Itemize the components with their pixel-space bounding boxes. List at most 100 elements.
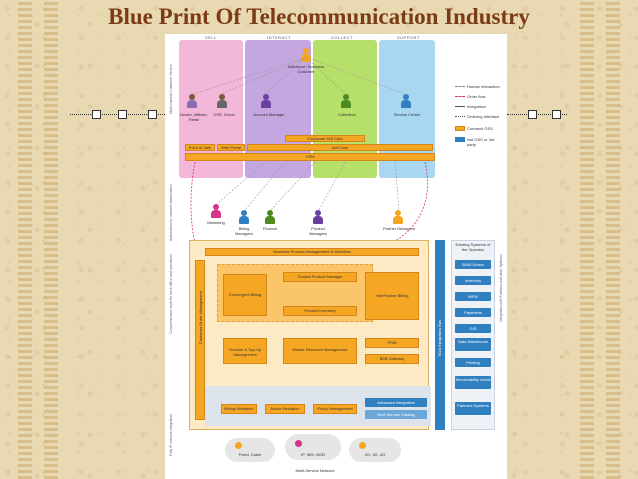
- cloud-label-ip: IP, IMS, NGN: [301, 452, 325, 457]
- customer-person-icon: [301, 48, 311, 62]
- top-node-label: Individual / Business Customer: [287, 64, 325, 74]
- central-product-manager-box: Central Product Manager: [283, 272, 357, 282]
- prm-box: PRM: [365, 338, 419, 348]
- legend-ordering: Ordering Interface: [467, 114, 500, 119]
- legend-human-line: [455, 86, 465, 87]
- cloud-ip: [285, 434, 341, 460]
- billing-mediation-box: Billing Mediation: [221, 404, 257, 414]
- legend-thirdparty: Not OSS or 3rd party: [467, 137, 495, 147]
- product-managers-person-icon: [313, 210, 323, 224]
- bpm-bar: Business Process Management & Workflow: [205, 248, 419, 256]
- convergent-billing-box: Convergent Billing: [223, 274, 267, 316]
- side-label-automation: Automation for relevant stakeholders: [169, 184, 173, 242]
- cloud-fixed: [225, 438, 275, 462]
- left-border-stripe-2: [44, 0, 58, 479]
- right-border-stripe: [606, 0, 620, 479]
- account-manager-person-icon: [261, 94, 271, 108]
- right-panel-header: Existing Systems of the Operator: [455, 242, 491, 252]
- fixed-cable-icon: [235, 442, 242, 449]
- interpartner-billing-box: InterPartner Billing: [365, 272, 419, 320]
- product-inventory-box: Product Inventory: [283, 306, 357, 316]
- right-item-payments: Payments: [455, 308, 491, 317]
- right-item-wfm: WFM: [455, 292, 491, 301]
- right-item-serviceability: Serviceability check: [455, 376, 491, 389]
- left-marker-3: [148, 110, 157, 119]
- legend-ordering-line: [455, 116, 465, 117]
- right-item-data-warehouse: Data Warehouse: [455, 338, 491, 351]
- role-label-billing: Billing Managers: [235, 226, 253, 236]
- persona-label-account-manager: Account Manager: [253, 112, 285, 117]
- blueprint-diagram: SELL INTERACT COLLECT SUPPORT Individual…: [165, 34, 507, 479]
- legend-comarch-swatch: [455, 126, 465, 131]
- persona-label-dealer: Dealer, Affiliate, Retail: [180, 112, 208, 122]
- legend-integration-line: [455, 106, 465, 107]
- marketing-person-icon: [211, 204, 221, 218]
- role-label-finance: Finance: [262, 226, 278, 231]
- right-marker-2: [552, 110, 561, 119]
- legend: Human Interaction Order flow Integration…: [455, 84, 505, 154]
- right-dotted-line: [507, 114, 567, 115]
- cloud-label-fixed: Fixed, Cable: [238, 452, 262, 457]
- crm-box: CRM: [185, 153, 435, 161]
- soa-bus-label: SOA Integration Bus: [437, 320, 442, 357]
- left-marker-2: [118, 110, 127, 119]
- cloud-label-mobile: 2G, 3G, 4G: [364, 452, 386, 457]
- dealer-person-icon: [187, 94, 197, 108]
- page-title: Blue Print Of Telecommunication Industry: [108, 4, 530, 29]
- csr-person-icon: [217, 94, 227, 108]
- legend-human: Human Interaction: [467, 84, 500, 89]
- b2b-gateway-box: B2B Gateway: [365, 354, 419, 364]
- right-item-partners: Partners Systems: [455, 402, 491, 415]
- advanced-integration-box: Advanced Integration: [365, 398, 427, 407]
- corporate-self-care-box: Corporate Self Care: [285, 135, 365, 142]
- persona-label-csr: CSR, Direct: [213, 112, 235, 117]
- right-item-inventory: Inventory: [455, 276, 491, 285]
- service-center-person-icon: [401, 94, 411, 108]
- partner-managers-person-icon: [393, 210, 403, 224]
- persona-label-service-center: Service Center: [393, 112, 421, 117]
- role-label-marketing: Marketing: [207, 220, 225, 225]
- side-label-network: Fully IP network integration: [169, 414, 173, 457]
- legend-comarch: Comarch OSS: [467, 126, 493, 131]
- persona-label-collection: Collection: [338, 112, 356, 117]
- column-label-support: SUPPORT: [397, 35, 420, 40]
- left-dotted-line: [70, 114, 165, 115]
- service-catalog-box: Next Service Catalog: [365, 410, 427, 419]
- right-panel: [451, 240, 495, 430]
- side-label-customer-service: Multi-channel Customer Service: [169, 64, 173, 114]
- finance-person-icon: [265, 210, 275, 224]
- master-resource-box: Master Resource Management: [283, 338, 357, 364]
- active-mediation-box: Active Mediation: [265, 404, 305, 414]
- side-label-partners: Integration with Partners and other Syst…: [499, 254, 503, 323]
- voucher-topup-box: Voucher & Top-Up Management: [223, 338, 267, 364]
- soa-integration-bus: SOA Integration Bus: [435, 240, 445, 430]
- customer-order-mgmt-bar: Customer Order Management: [195, 260, 205, 420]
- right-item-printing: Printing: [455, 358, 491, 367]
- legend-integration: Integration: [467, 104, 486, 109]
- right-border-stripe-2: [580, 0, 594, 479]
- right-marker: [528, 110, 537, 119]
- cloud-mobile: [349, 438, 401, 462]
- network-caption: Multi-Service Network: [295, 468, 335, 473]
- column-label-collect: COLLECT: [331, 35, 353, 40]
- legend-order-line: [455, 96, 465, 97]
- policy-management-box: Policy Management: [313, 404, 357, 414]
- collection-person-icon: [341, 94, 351, 108]
- column-label-interact: INTERACT: [267, 35, 291, 40]
- ip-network-icon: [295, 440, 302, 447]
- side-label-back-office: Comprehensive tools for back office and …: [169, 254, 173, 334]
- legend-thirdparty-swatch: [455, 137, 465, 142]
- point-of-sale-box: Point of Sale: [185, 144, 215, 151]
- right-item-smsc: SMSC/Inbox: [455, 260, 491, 269]
- left-marker: [92, 110, 101, 119]
- role-label-product: Product Managers: [309, 226, 327, 236]
- customer-order-mgmt-label: Customer Order Management: [198, 291, 203, 345]
- right-item-gis: GIS: [455, 324, 491, 333]
- self-care-box: Self Care: [247, 144, 433, 151]
- web-portal-box: Web Portal: [217, 144, 245, 151]
- mobile-network-icon: [359, 442, 366, 449]
- column-label-sell: SELL: [205, 35, 217, 40]
- billing-managers-person-icon: [239, 210, 249, 224]
- legend-order: Order flow: [467, 94, 486, 99]
- left-border-stripe: [18, 0, 32, 479]
